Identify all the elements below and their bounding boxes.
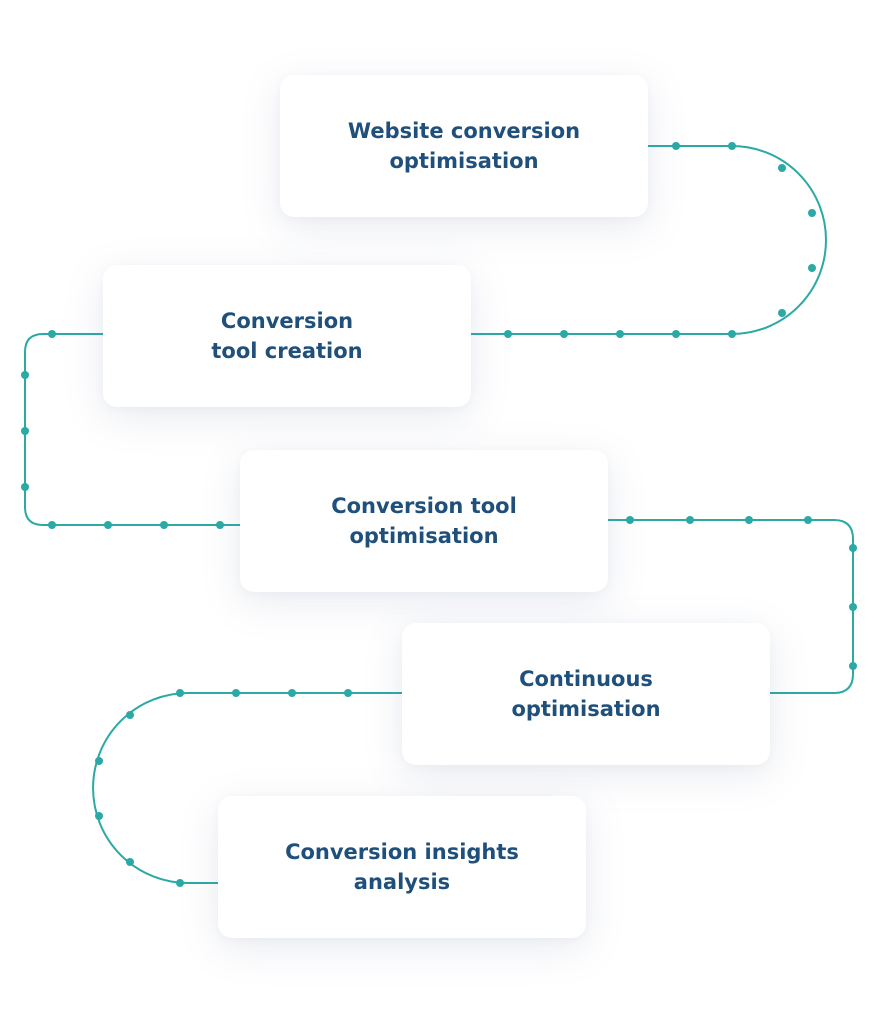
connector-dot bbox=[21, 427, 29, 435]
connector-dot bbox=[48, 521, 56, 529]
connector-dot bbox=[126, 858, 134, 866]
connector-dot bbox=[778, 164, 786, 172]
connector-line-4-5 bbox=[92, 692, 402, 884]
connector-dot bbox=[808, 264, 816, 272]
connector-dot bbox=[804, 516, 812, 524]
step-card-conversion-tool-creation: Conversion tool creation bbox=[103, 265, 471, 407]
connector-dot bbox=[95, 757, 103, 765]
connector-dot bbox=[808, 209, 816, 217]
step-card-conversion-insights-analysis: Conversion insights analysis bbox=[218, 796, 586, 938]
step-label: Continuous optimisation bbox=[511, 667, 661, 721]
connector-dot bbox=[232, 689, 240, 697]
connector-dot bbox=[745, 516, 753, 524]
connector-dot bbox=[288, 689, 296, 697]
connector-dot bbox=[672, 142, 680, 150]
connector-dot bbox=[48, 330, 56, 338]
connector-dot bbox=[21, 483, 29, 491]
connector-dot bbox=[176, 689, 184, 697]
connector-dot bbox=[126, 711, 134, 719]
connector-dot bbox=[686, 516, 694, 524]
connector-dot bbox=[216, 521, 224, 529]
connector-dot bbox=[778, 309, 786, 317]
connector-dot bbox=[672, 330, 680, 338]
connector-dot bbox=[104, 521, 112, 529]
connector-dot bbox=[344, 689, 352, 697]
connector-dot bbox=[728, 330, 736, 338]
connector-dot bbox=[504, 330, 512, 338]
step-label: Conversion tool creation bbox=[211, 309, 363, 363]
connector-line-1-2 bbox=[471, 145, 827, 335]
connector-dot bbox=[616, 330, 624, 338]
connector-dot bbox=[849, 662, 857, 670]
step-label: Website conversion optimisation bbox=[347, 119, 581, 173]
step-card-website-conversion-optimisation: Website conversion optimisation bbox=[280, 75, 648, 217]
connector-dot bbox=[21, 371, 29, 379]
connector-dot bbox=[95, 812, 103, 820]
step-label: Conversion insights analysis bbox=[285, 840, 519, 894]
connector-dot bbox=[176, 879, 184, 887]
connector-dot bbox=[626, 516, 634, 524]
connector-dots bbox=[21, 142, 857, 887]
connector-dot bbox=[849, 603, 857, 611]
step-label: Conversion tool optimisation bbox=[331, 494, 517, 548]
connector-dot bbox=[560, 330, 568, 338]
connector-dot bbox=[849, 544, 857, 552]
connector-dot bbox=[160, 521, 168, 529]
connector-dot bbox=[728, 142, 736, 150]
step-card-conversion-tool-optimisation: Conversion tool optimisation bbox=[240, 450, 608, 592]
step-card-continuous-optimisation: Continuous optimisation bbox=[402, 623, 770, 765]
